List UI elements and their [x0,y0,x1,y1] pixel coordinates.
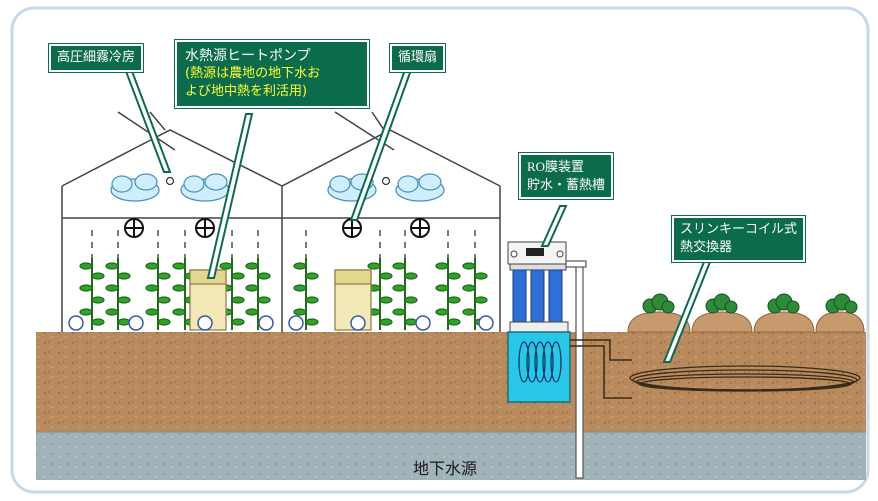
heat-pump-unit-icon [189,269,372,331]
label-text: 循環扇 [398,50,438,65]
heat-pump-note-1: (熱源は農地の地下水お [185,66,321,81]
label-ro-device: RO膜装置 貯水・蓄熱槽 [519,153,614,199]
ro-device-icon [507,241,569,333]
ro-label-line-2: 貯水・蓄熱槽 [527,177,606,192]
label-misting-cooling: 高圧細霧冷房 [49,44,144,72]
label-text: 高圧細霧冷房 [57,50,136,65]
ro-label-line-1: RO膜装置 [527,159,585,174]
cabbage-icon [642,293,858,314]
fan-icon [124,218,430,238]
field-mounds [627,311,865,333]
groundwater-layer [36,432,866,480]
heat-pump-title: 水熱源ヒートポンプ [185,48,311,64]
groundwater-label: 地下水源 [412,459,477,478]
coil-label-line-1: スリンキーコイル式 [680,222,798,237]
label-slinky-coil: スリンキーコイル式 熱交換器 [672,216,806,262]
heat-pump-note-2: よび地中熱を利活用) [185,84,308,99]
label-circulation-fan: 循環扇 [390,44,446,72]
soil-layer [36,332,866,432]
nozzle-icon [165,176,391,186]
greenhouse [61,111,501,332]
coil-label-line-2: 熱交換器 [680,240,733,255]
label-heat-pump: 水熱源ヒートポンプ (熱源は農地の地下水お よび地中熱を利活用) [175,40,369,108]
well-pipe [565,260,587,479]
callout-pointers [122,65,712,363]
coil-heat-exchanger-icon [629,365,861,392]
plant-icon [79,257,488,331]
storage-tank-icon [507,331,571,403]
duct-icon [68,315,494,331]
